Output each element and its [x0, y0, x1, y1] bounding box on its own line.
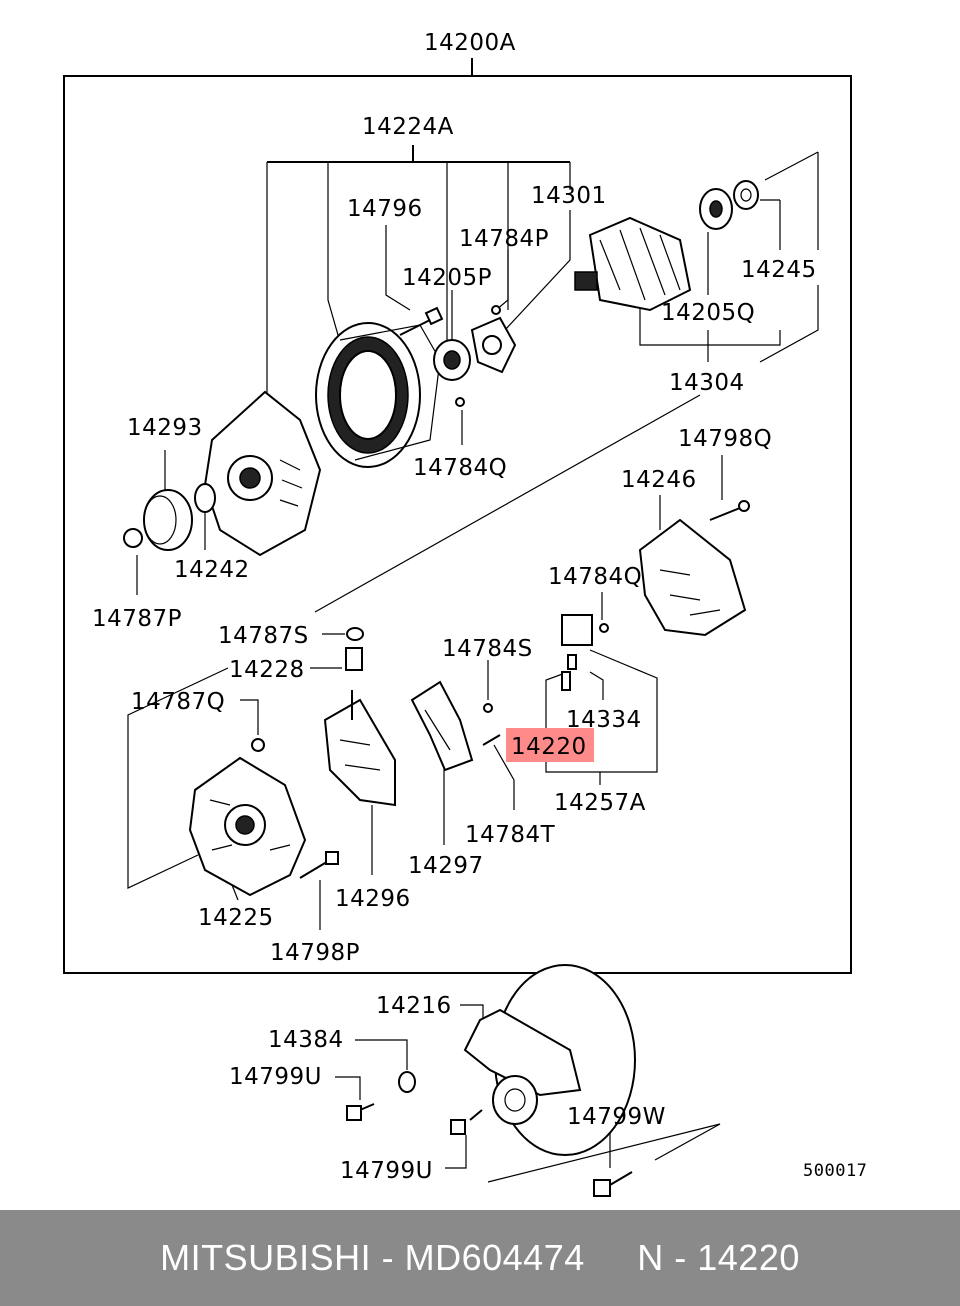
retainer-plate-part — [470, 316, 517, 374]
stator-part — [315, 322, 441, 468]
label-14205P: 14205P — [402, 265, 492, 291]
label-14796: 14796 — [347, 196, 423, 222]
rear-frame-part — [188, 756, 307, 897]
label-14228: 14228 — [229, 657, 305, 683]
label-14293: 14293 — [127, 415, 203, 441]
label-14784Q-mid: 14784Q — [548, 564, 642, 590]
label-14787S: 14787S — [218, 623, 309, 649]
label-14257A: 14257A — [554, 790, 646, 816]
bolt-right-part — [593, 1171, 633, 1197]
bolt-14796-part — [399, 306, 444, 336]
bearing-front-part — [433, 339, 471, 381]
label-14304: 14304 — [669, 370, 745, 396]
label-14220: 14220 — [511, 734, 587, 760]
label-14216: 14216 — [376, 993, 452, 1019]
label-14799U-left: 14799U — [229, 1064, 322, 1090]
footer-part-info: MITSUBISHI - MD604474 N - 14220 — [160, 1237, 800, 1278]
label-14784P: 14784P — [459, 226, 549, 252]
label-14301: 14301 — [531, 183, 607, 209]
label-14384: 14384 — [268, 1027, 344, 1053]
label-14246: 14246 — [621, 467, 697, 493]
rotor-part — [574, 216, 692, 312]
label-14784T: 14784T — [465, 822, 556, 848]
label-14224A: 14224A — [362, 114, 454, 140]
pulley-part — [123, 483, 216, 551]
label-14245: 14245 — [741, 257, 817, 283]
footer-bar: MITSUBISHI - MD604474 N - 14220 — [0, 1210, 960, 1306]
bracket-part — [463, 964, 636, 1156]
label-14798P: 14798P — [270, 940, 360, 966]
bolt-left-part — [346, 1103, 375, 1121]
rectifier-part — [323, 690, 396, 807]
label-14798Q: 14798Q — [678, 426, 772, 452]
label-14784S: 14784S — [442, 636, 533, 662]
label-14242: 14242 — [174, 557, 250, 583]
regulator-part — [410, 680, 474, 772]
rear-cover-part — [638, 518, 747, 637]
highlight-box — [506, 728, 594, 762]
brush-holder-part — [561, 614, 593, 691]
label-14334: 14334 — [566, 707, 642, 733]
label-14799U-bottom: 14799U — [340, 1158, 433, 1184]
label-14205Q: 14205Q — [661, 300, 755, 326]
parts-diagram: 14200A 14224A 14796 14301 14784P 14205P … — [63, 30, 867, 1197]
label-14200A: 14200A — [424, 30, 516, 56]
rear-bearing-part — [699, 180, 759, 230]
label-14799W: 14799W — [567, 1104, 666, 1130]
label-14787P: 14787P — [92, 606, 182, 632]
front-housing-part — [203, 390, 322, 557]
label-14784Q-top: 14784Q — [413, 455, 507, 481]
label-14225: 14225 — [198, 905, 274, 931]
assembly-frame — [63, 75, 852, 974]
label-14297: 14297 — [408, 853, 484, 879]
bolt-bottom-part — [450, 1109, 483, 1135]
label-14296: 14296 — [335, 886, 411, 912]
diagram-code: 500017 — [803, 1161, 867, 1181]
label-14787Q: 14787Q — [131, 689, 225, 715]
